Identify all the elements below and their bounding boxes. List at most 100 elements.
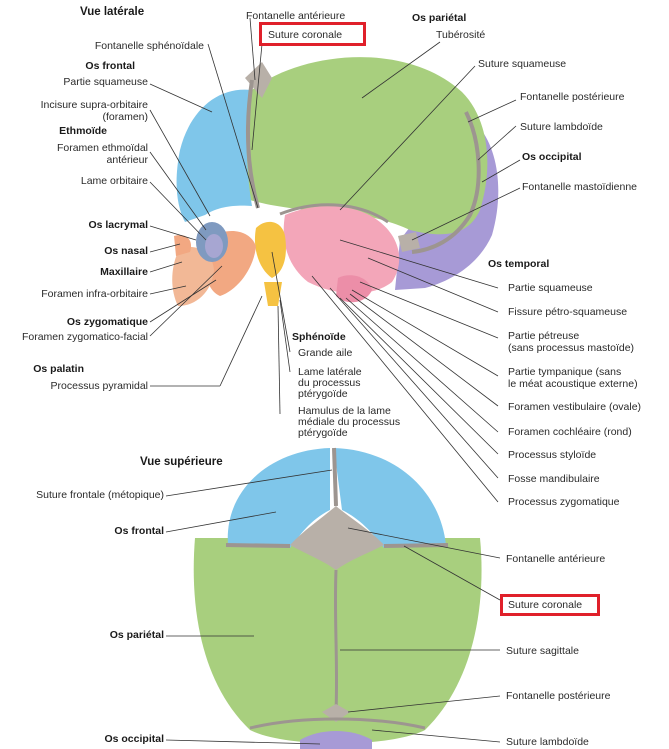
superior-frontal-left <box>227 448 330 548</box>
label-partie-petreuse-2: (sans processus mastoïde) <box>508 342 635 354</box>
label-incisure-2: (foramen) <box>102 111 148 123</box>
lateral-ethmoid <box>205 234 223 258</box>
leader-font-post <box>467 99 517 123</box>
leader-foramen-eth <box>149 151 207 231</box>
lateral-temporal-squama <box>283 206 400 294</box>
superior-posterior-fontanelle <box>322 704 350 722</box>
label-fontanelle-posterieure-lat: Fontanelle postérieure <box>520 91 625 103</box>
label-fosse-mandibulaire: Fosse mandibulaire <box>508 473 600 485</box>
leader-styloide <box>339 297 499 455</box>
leader-vestibulaire <box>349 293 499 407</box>
superior-occipital-bone <box>300 731 372 749</box>
leader-lacrymal <box>149 225 197 241</box>
label-foramen-infra-orbitaire: Foramen infra-orbitaire <box>41 288 148 300</box>
label-os-parietal-sup: Os pariétal <box>109 629 164 641</box>
label-hamulus-3: ptérygoïde <box>298 427 348 439</box>
leader-sup-font-ant <box>347 527 501 559</box>
label-foramen-zygomatico-facial: Foramen zygomatico-facial <box>21 331 148 343</box>
label-suture-squameuse: Suture squameuse <box>478 58 567 70</box>
label-grande-aile: Grande aile <box>298 347 353 359</box>
leader-mandibulaire <box>329 287 499 479</box>
leader-cochleaire <box>345 297 499 433</box>
leader-sup-frontale <box>165 469 333 497</box>
superior-sagittal-suture <box>333 569 339 713</box>
label-processus-zygomatique: Processus zygomatique <box>508 496 620 508</box>
lateral-frontal-bone <box>176 89 252 222</box>
lateral-parietal-bone <box>245 57 488 235</box>
label-fissure-petro-squameuse: Fissure pétro-squameuse <box>508 306 628 318</box>
label-os-occipital-lat: Os occipital <box>522 151 582 163</box>
label-lame-laterale-3: ptérygoïde <box>298 388 348 400</box>
label-suture-lambdoide-lat: Suture lambdoïde <box>520 121 603 133</box>
lateral-maxilla <box>172 246 214 306</box>
label-hamulus-1: Hamulus de la lame <box>298 405 391 417</box>
superior-metopic-suture <box>332 447 338 507</box>
leader-font-sphen <box>207 43 259 209</box>
leader-grande-aile <box>271 251 291 353</box>
label-foramen-ethmoidal-2: antérieur <box>106 154 148 166</box>
label-partie-petreuse-1: Partie pétreuse <box>508 330 580 342</box>
label-fontanelle-posterieure-sup: Fontanelle postérieure <box>506 690 611 702</box>
label-hamulus-2: médiale du processus <box>298 416 401 428</box>
leader-sup-coronale <box>403 545 501 601</box>
label-foramen-ethmoidal-1: Foramen ethmoïdal <box>56 142 148 154</box>
label-fontanelle-anterieure-lat: Fontanelle antérieure <box>246 10 346 22</box>
label-fontanelle-anterieure-sup: Fontanelle antérieure <box>506 553 606 565</box>
leader-occipital <box>481 159 521 183</box>
label-maxillaire: Maxillaire <box>100 266 148 278</box>
lateral-title: Vue latérale <box>80 6 145 18</box>
leader-lame-orb <box>149 181 207 241</box>
leader-incisure <box>149 109 211 217</box>
leader-suture-coronale <box>251 43 263 151</box>
leader-fissure <box>367 257 499 313</box>
leader-pyramidal-2 <box>219 295 263 387</box>
label-tuberosite: Tubérosité <box>436 29 486 41</box>
label-os-parietal-lat: Os pariétal <box>412 12 467 24</box>
superior-lambdoid-suture <box>249 717 426 730</box>
label-fontanelle-sphenoidale: Fontanelle sphénoïdale <box>94 40 204 52</box>
label-partie-tympanique-2: le méat acoustique externe) <box>508 378 638 390</box>
label-suture-coronale-sup: Suture coronale <box>508 599 583 611</box>
lateral-petrous-part <box>336 275 372 303</box>
label-partie-tympanique-1: Partie tympanique (sans <box>508 366 622 378</box>
leader-fontanelle-ant <box>249 17 256 81</box>
lateral-lambdoid-suture <box>411 111 481 254</box>
superior-coronal-suture <box>225 543 449 548</box>
label-os-nasal: Os nasal <box>104 245 148 257</box>
lateral-squamous-suture <box>279 203 389 224</box>
leader-sup-frontal <box>165 511 277 533</box>
leader-sup-lambdoide <box>371 729 501 743</box>
label-fontanelle-mastoidienne: Fontanelle mastoïdienne <box>522 181 637 193</box>
lateral-coronal-suture <box>246 79 260 209</box>
leader-lambdoide <box>477 125 517 161</box>
label-os-temporal: Os temporal <box>488 258 550 270</box>
label-os-frontal-sup: Os frontal <box>114 525 164 537</box>
lateral-skull <box>172 57 499 306</box>
leader-lame-lat <box>279 299 291 373</box>
superior-skull <box>193 447 482 749</box>
label-os-palatin: Os palatin <box>33 363 84 375</box>
highlight-box-lateral <box>259 22 366 46</box>
label-partie-squameuse-temporal: Partie squameuse <box>508 282 593 294</box>
lateral-pterygoid <box>264 282 282 306</box>
lateral-greater-wing <box>254 221 286 278</box>
label-lame-laterale-2: du processus <box>298 377 361 389</box>
label-partie-squameuse-frontal: Partie squameuse <box>63 76 148 88</box>
label-os-zygomatique: Os zygomatique <box>66 316 148 328</box>
label-suture-coronale-lat: Suture coronale <box>268 29 343 41</box>
label-ethmoide: Ethmoïde <box>59 125 107 137</box>
highlight-box-superior <box>500 594 600 616</box>
label-suture-frontale: Suture frontale (métopique) <box>36 489 164 501</box>
label-processus-styloide: Processus styloïde <box>508 449 597 461</box>
leader-zygomatique <box>149 279 217 323</box>
lateral-nasal-bone <box>174 234 192 256</box>
label-os-occipital-sup: Os occipital <box>104 733 164 745</box>
leader-hamulus <box>277 305 281 415</box>
leader-partie-squam <box>149 83 213 113</box>
leader-squameuse <box>339 65 476 211</box>
leader-sup-occipital <box>165 739 321 745</box>
superior-anterior-fontanelle <box>290 506 384 570</box>
leader-tympanique <box>351 289 499 377</box>
